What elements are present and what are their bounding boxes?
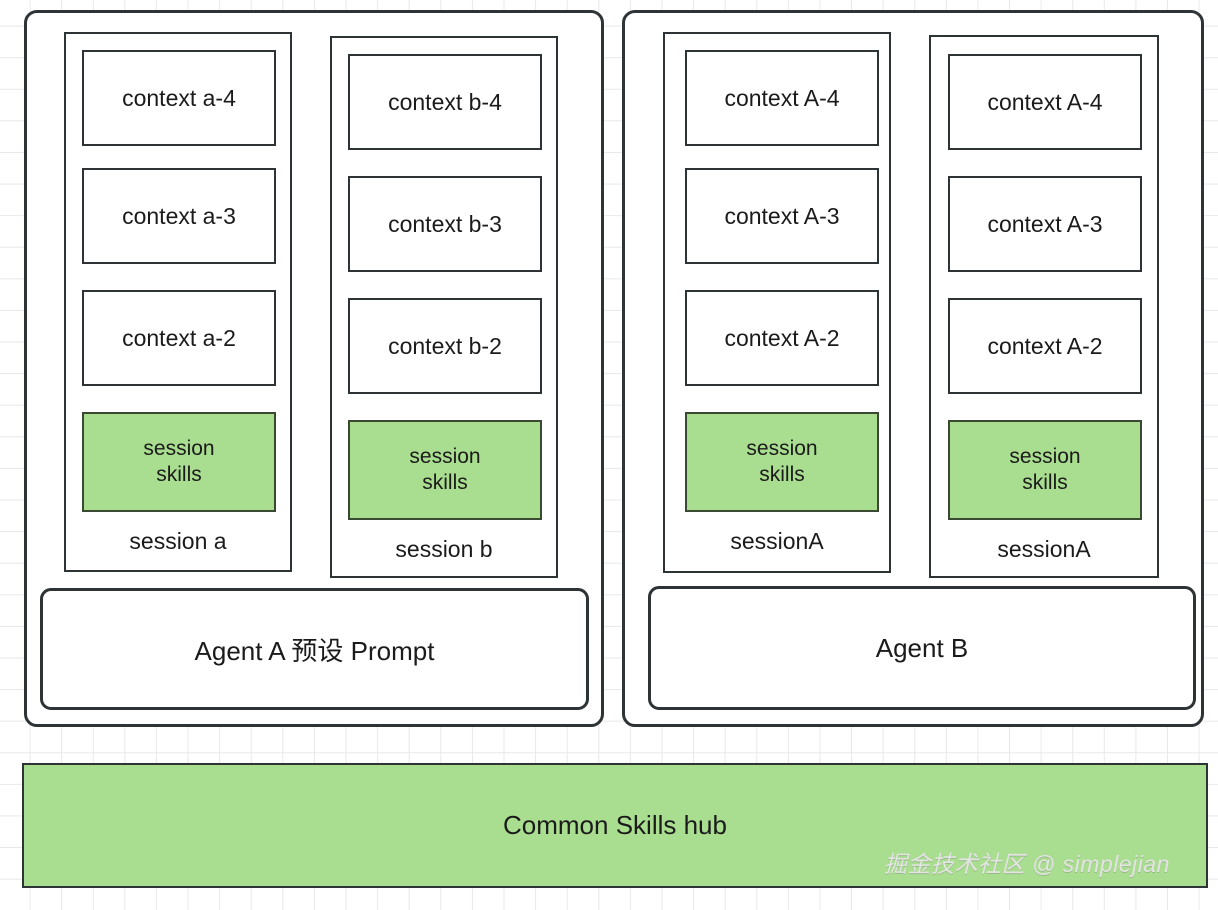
agent-b-label-box[interactable]: Agent B	[648, 586, 1196, 710]
context-box[interactable]: context A-4	[685, 50, 879, 146]
session-name-label: session a	[129, 528, 227, 554]
context-box[interactable]: context a-3	[82, 168, 276, 264]
context-box[interactable]: context A-3	[685, 168, 879, 264]
context-box[interactable]: context b-4	[348, 54, 542, 150]
agent-a-label-box[interactable]: Agent A 预设 Prompt	[40, 588, 589, 710]
session-skills-box[interactable]: session skills	[685, 412, 879, 512]
context-box[interactable]: context A-3	[948, 176, 1142, 272]
context-box[interactable]: context a-4	[82, 50, 276, 146]
context-box[interactable]: context b-3	[348, 176, 542, 272]
context-box[interactable]: context a-2	[82, 290, 276, 386]
session-skills-box[interactable]: session skills	[82, 412, 276, 512]
context-box[interactable]: context A-2	[685, 290, 879, 386]
session-name-label: session b	[395, 536, 493, 562]
session-b-column[interactable]: context b-4 context b-3 context b-2 sess…	[330, 36, 558, 578]
session-name-label: sessionA	[730, 528, 824, 554]
common-skills-hub-label: Common Skills hub	[503, 810, 727, 840]
session-skills-box[interactable]: session skills	[348, 420, 542, 520]
common-skills-hub[interactable]: Common Skills hub	[22, 763, 1208, 888]
context-box[interactable]: context b-2	[348, 298, 542, 394]
session-a-right-column[interactable]: context A-4 context A-3 context A-2 sess…	[929, 35, 1159, 578]
session-a-left-column[interactable]: context A-4 context A-3 context A-2 sess…	[663, 32, 891, 573]
session-name-label: sessionA	[997, 536, 1091, 562]
context-box[interactable]: context A-4	[948, 54, 1142, 150]
context-box[interactable]: context A-2	[948, 298, 1142, 394]
session-skills-box[interactable]: session skills	[948, 420, 1142, 520]
session-a-column[interactable]: context a-4 context a-3 context a-2 sess…	[64, 32, 292, 572]
